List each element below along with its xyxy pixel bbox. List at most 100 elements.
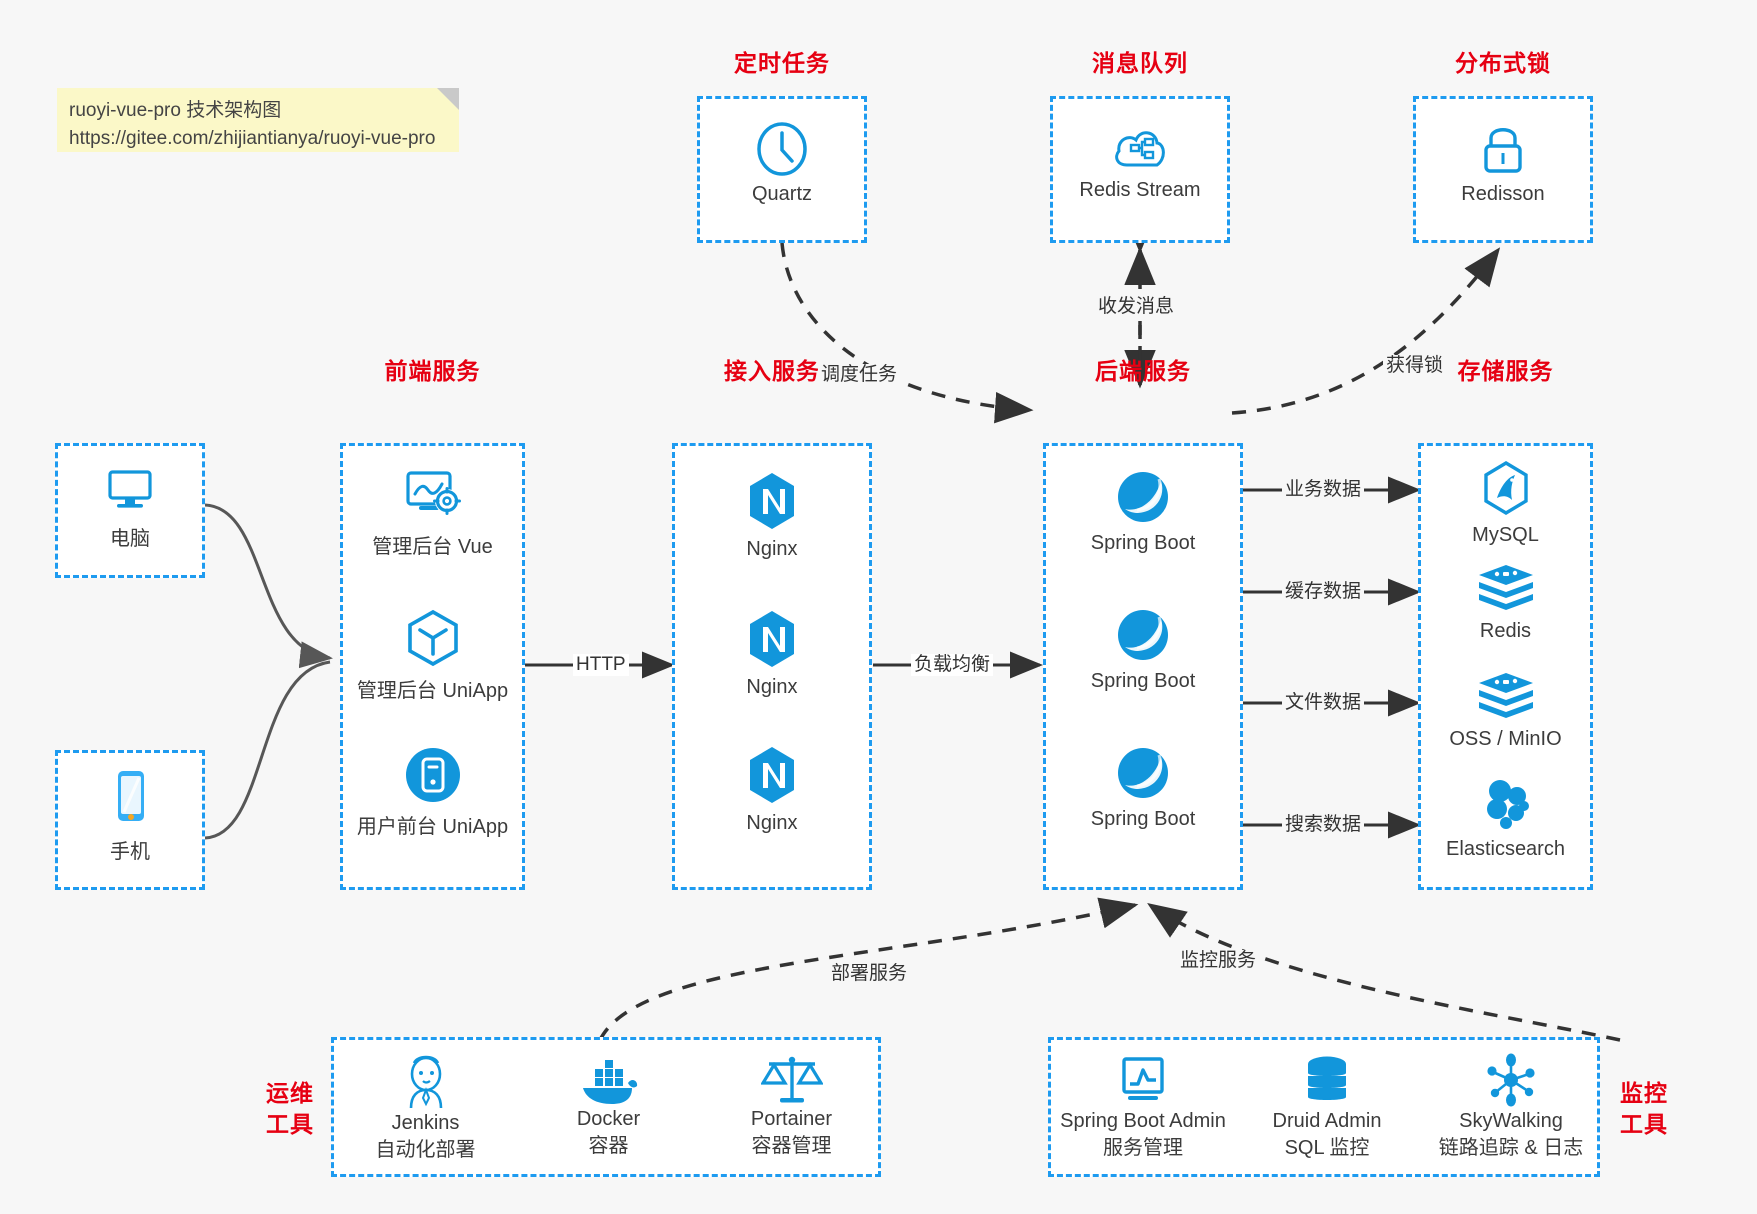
edge-label-search-data: 搜索数据 bbox=[1282, 814, 1365, 836]
node-nginx-2[interactable]: Nginx bbox=[675, 608, 869, 699]
network-nodes-icon bbox=[1487, 1053, 1535, 1107]
edge-label-file-data: 文件数据 bbox=[1282, 692, 1365, 714]
node-label: Nginx bbox=[746, 812, 798, 834]
spring-boot-icon bbox=[1118, 472, 1168, 522]
node-label: 用户前台 UniApp bbox=[356, 816, 509, 838]
node-label: SkyWalking bbox=[1459, 1110, 1563, 1132]
group-box-devops: Jenkins 自动化部署 Docker 容器 bbox=[331, 1037, 881, 1177]
node-user-uniapp[interactable]: 用户前台 UniApp bbox=[343, 746, 522, 839]
jenkins-butler-icon bbox=[409, 1055, 442, 1109]
group-box-gateway: Nginx Nginx Nginx bbox=[672, 443, 872, 890]
edge-label-http: HTTP bbox=[573, 654, 629, 676]
info-note: ruoyi-vue-pro 技术架构图 https://gitee.com/zh… bbox=[57, 88, 459, 152]
monitoring-title-line1: 监控 bbox=[1620, 1080, 1668, 1106]
group-title-backend: 后端服务 bbox=[1095, 358, 1191, 384]
elasticsearch-icon bbox=[1486, 780, 1529, 829]
edge-label-acquire-lock: 获得锁 bbox=[1383, 355, 1447, 377]
node-nginx-3[interactable]: Nginx bbox=[675, 744, 869, 835]
node-spring-boot-3[interactable]: Spring Boot bbox=[1046, 744, 1240, 831]
group-box-frontend: 管理后台 Vue 管理后台 UniApp 用户前台 UniApp bbox=[340, 443, 525, 890]
node-desktop[interactable]: 电脑 bbox=[58, 464, 202, 551]
note-fold-corner bbox=[437, 88, 459, 110]
node-sublabel: 容器 bbox=[588, 1135, 629, 1157]
note-title: ruoyi-vue-pro 技术架构图 bbox=[69, 100, 282, 121]
node-label: Portainer bbox=[750, 1108, 833, 1130]
hexagon-cube-icon bbox=[407, 609, 458, 667]
node-docker[interactable]: Docker 容器 bbox=[517, 1056, 700, 1160]
node-label: Redisson bbox=[1461, 183, 1545, 205]
mobile-phone-icon bbox=[118, 771, 144, 821]
group-title-scheduler: 定时任务 bbox=[734, 50, 830, 76]
group-box-scheduler: Quartz bbox=[697, 96, 867, 243]
group-box-monitoring: Spring Boot Admin 服务管理 Druid Admin SQL 监… bbox=[1048, 1037, 1600, 1177]
node-label: 管理后台 Vue bbox=[372, 536, 493, 558]
node-oss-minio[interactable]: OSS / MinIO bbox=[1421, 670, 1590, 751]
node-portainer[interactable]: Portainer 容器管理 bbox=[700, 1052, 883, 1160]
node-admin-vue[interactable]: 管理后台 Vue bbox=[343, 468, 522, 559]
node-quartz[interactable]: Quartz bbox=[700, 121, 864, 206]
docker-whale-icon bbox=[582, 1060, 637, 1104]
monitor-chart-icon bbox=[1122, 1057, 1164, 1100]
devops-title-line2: 工具 bbox=[266, 1111, 314, 1137]
node-admin-uniapp[interactable]: 管理后台 UniApp bbox=[343, 608, 522, 703]
devops-title-line1: 运维 bbox=[266, 1080, 314, 1106]
edge-label-load-balance: 负载均衡 bbox=[911, 654, 994, 676]
node-sublabel: 自动化部署 bbox=[375, 1139, 476, 1161]
padlock-icon bbox=[1484, 128, 1522, 173]
group-box-storage: MySQL Redis OSS / MinIO bbox=[1418, 443, 1593, 890]
app-tile-icon bbox=[405, 748, 460, 802]
node-jenkins[interactable]: Jenkins 自动化部署 bbox=[334, 1054, 517, 1164]
note-url: https://gitee.com/zhijiantianya/ruoyi-vu… bbox=[69, 128, 436, 149]
node-label: Docker bbox=[576, 1108, 641, 1130]
node-label: Quartz bbox=[751, 183, 813, 205]
node-label: Spring Boot bbox=[1090, 808, 1196, 830]
group-box-lock: Redisson bbox=[1413, 96, 1593, 243]
node-label: Redis Stream bbox=[1079, 179, 1201, 201]
nginx-icon bbox=[750, 611, 794, 667]
edge-label-cache-data: 缓存数据 bbox=[1282, 581, 1365, 603]
node-elasticsearch[interactable]: Elasticsearch bbox=[1421, 776, 1590, 861]
edge-label-business-data: 业务数据 bbox=[1282, 479, 1365, 501]
node-mobile[interactable]: 手机 bbox=[58, 767, 202, 864]
mysql-icon bbox=[1483, 461, 1528, 515]
node-sublabel: SQL 监控 bbox=[1284, 1137, 1370, 1159]
node-skywalking[interactable]: SkyWalking 链路追踪 & 日志 bbox=[1419, 1052, 1603, 1162]
nginx-icon bbox=[750, 747, 794, 803]
node-mysql[interactable]: MySQL bbox=[1421, 460, 1590, 547]
node-label: Nginx bbox=[746, 676, 798, 698]
group-title-monitoring: 监控 工具 bbox=[1612, 1078, 1676, 1140]
node-spring-boot-admin[interactable]: Spring Boot Admin 服务管理 bbox=[1051, 1054, 1235, 1162]
group-box-client-desktop: 电脑 bbox=[55, 443, 205, 578]
edge-label-schedule-task: 调度任务 bbox=[818, 364, 901, 386]
monitoring-title-line2: 工具 bbox=[1620, 1111, 1668, 1137]
node-spring-boot-2[interactable]: Spring Boot bbox=[1046, 606, 1240, 693]
node-label: Nginx bbox=[746, 538, 798, 560]
redis-icon bbox=[1478, 565, 1533, 610]
scales-balance-icon bbox=[760, 1056, 823, 1103]
group-title-frontend: 前端服务 bbox=[384, 358, 481, 384]
node-redis-stream[interactable]: Redis Stream bbox=[1053, 121, 1227, 202]
edge-label-deploy-service: 部署服务 bbox=[828, 963, 911, 985]
node-label: 电脑 bbox=[110, 528, 150, 550]
desktop-monitor-icon bbox=[108, 470, 152, 508]
node-label: Spring Boot Admin bbox=[1060, 1110, 1226, 1132]
node-label: OSS / MinIO bbox=[1449, 728, 1562, 750]
group-title-devops: 运维 工具 bbox=[258, 1078, 322, 1140]
node-druid-admin[interactable]: Druid Admin SQL 监控 bbox=[1235, 1054, 1419, 1162]
node-label: MySQL bbox=[1472, 524, 1539, 546]
node-redis[interactable]: Redis bbox=[1421, 562, 1590, 643]
spring-boot-icon bbox=[1118, 748, 1168, 798]
group-title-lock: 分布式锁 bbox=[1455, 50, 1551, 76]
edge-label-monitor-service: 监控服务 bbox=[1177, 950, 1260, 972]
node-nginx-1[interactable]: Nginx bbox=[675, 470, 869, 561]
node-label: 手机 bbox=[110, 841, 150, 863]
node-redisson[interactable]: Redisson bbox=[1416, 121, 1590, 206]
group-title-mq: 消息队列 bbox=[1092, 50, 1188, 76]
cloud-stream-icon bbox=[1115, 131, 1165, 167]
nginx-icon bbox=[750, 473, 794, 529]
node-label: 管理后台 UniApp bbox=[356, 680, 509, 702]
spring-boot-icon bbox=[1118, 610, 1168, 660]
node-label: Druid Admin bbox=[1272, 1110, 1382, 1132]
node-spring-boot-1[interactable]: Spring Boot bbox=[1046, 468, 1240, 555]
node-sublabel: 服务管理 bbox=[1103, 1137, 1183, 1159]
